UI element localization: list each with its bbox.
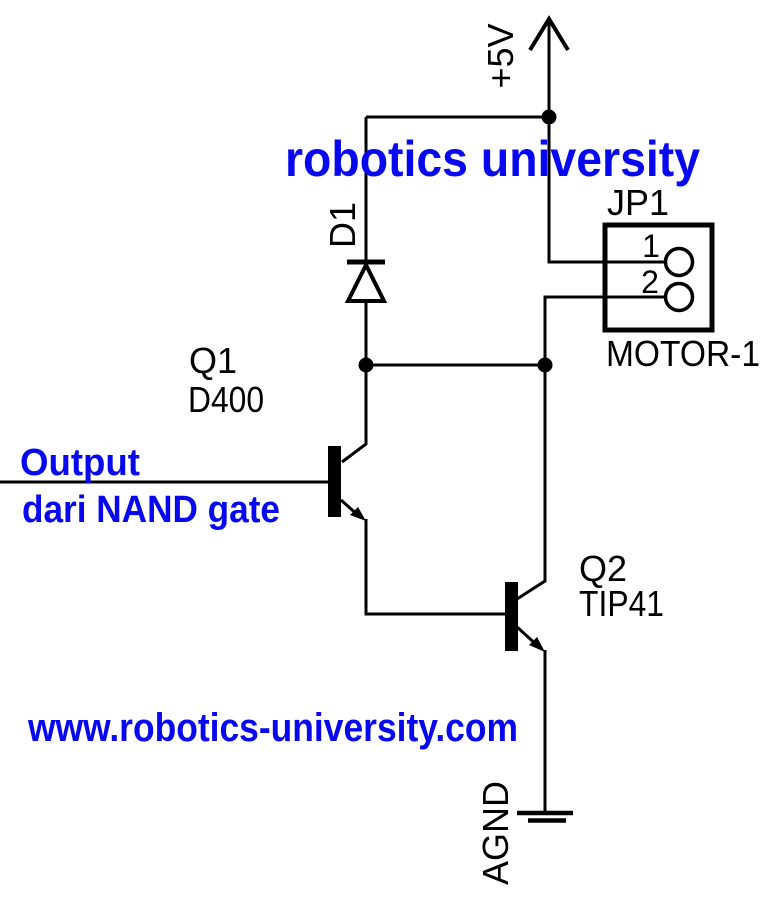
q1-ref-label: Q1	[189, 340, 237, 381]
input-note-line1: Output	[20, 442, 140, 484]
q2-value-label: TIP41	[579, 583, 664, 624]
connector-jp1: JP1 1 2 MOTOR-1	[602, 182, 760, 374]
power-net-label: +5V	[480, 23, 521, 88]
wire-q1-emitter-to-q2-base	[364, 519, 505, 616]
transistor-q2: Q2 TIP41	[505, 365, 664, 652]
annotations: robotics university Output dari NAND gat…	[20, 131, 700, 750]
wires	[0, 18, 666, 813]
q1-collector-lead	[341, 365, 368, 464]
q2-emitter-arrow-icon	[529, 637, 545, 652]
q1-base-bar	[328, 446, 341, 517]
diode-d1: D1	[322, 202, 388, 303]
jp1-pin2-number: 2	[641, 264, 659, 300]
diode-triangle-icon	[344, 260, 388, 303]
diode-ref-label: D1	[322, 202, 363, 248]
website-text: www.robotics-university.com	[27, 706, 518, 750]
q2-collector-lead	[516, 365, 547, 601]
q1-emitter-arrow-icon	[350, 507, 366, 521]
wire-jp1-pin1	[547, 117, 666, 264]
jp1-pin1-circle	[663, 246, 695, 278]
ground-net-label: AGND	[475, 781, 516, 885]
q1-value-label: D400	[188, 379, 264, 420]
ground-symbol: AGND	[475, 781, 573, 885]
jp1-pin2-circle	[663, 281, 695, 313]
power-flag: +5V	[480, 15, 570, 125]
transistor-q1: Q1 D400	[188, 340, 368, 521]
input-note-line2: dari NAND gate	[22, 489, 280, 531]
jp1-ref-label: JP1	[607, 182, 669, 223]
jp1-body	[602, 222, 715, 333]
jp1-value-label: MOTOR-1	[606, 333, 760, 374]
q2-base-bar	[505, 582, 518, 651]
junction-dot-power	[541, 109, 557, 125]
jp1-pin1-number: 1	[642, 228, 660, 264]
heading-text: robotics university	[285, 131, 700, 187]
power-arrow-icon	[528, 15, 570, 52]
q2-ref-label: Q2	[579, 548, 627, 589]
wire-jp1-pin2	[543, 295, 666, 365]
